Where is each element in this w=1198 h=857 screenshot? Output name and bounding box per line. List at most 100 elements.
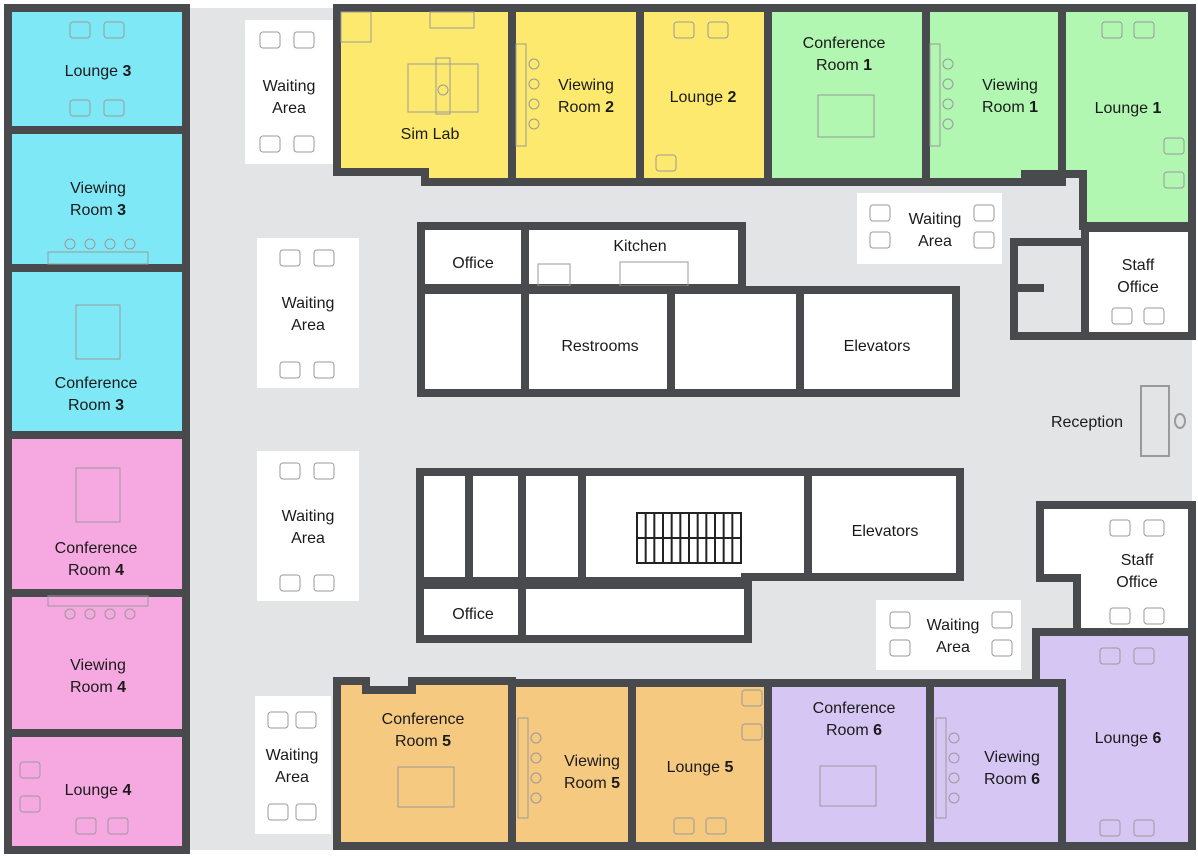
chair-icon — [741, 689, 763, 707]
sim-equipment — [437, 84, 449, 96]
seat-icon — [528, 98, 540, 110]
label-lounge-6: Lounge 6 — [1095, 730, 1162, 747]
chair-icon — [279, 361, 301, 379]
room-lounge-4[interactable] — [4, 729, 190, 854]
chair-icon — [889, 639, 911, 657]
room-viewing-3[interactable] — [4, 126, 190, 272]
chair-icon — [279, 574, 301, 592]
furniture — [19, 11, 1185, 837]
chair-icon — [103, 99, 125, 117]
room-conference-4[interactable] — [4, 431, 190, 597]
sim-bed — [435, 57, 451, 115]
chair-icon — [973, 204, 995, 222]
chair-icon — [655, 154, 677, 172]
room-staff-office-1[interactable] — [1081, 224, 1196, 340]
chair-icon — [295, 711, 317, 729]
stairs-icon — [636, 512, 742, 564]
seat-icon — [528, 118, 540, 130]
chair-icon — [75, 817, 97, 835]
room-sim-lab[interactable] — [333, 4, 516, 186]
label-lounge-4: Lounge 4 — [65, 782, 132, 799]
chair-icon — [19, 795, 41, 813]
viewing-bench — [935, 717, 947, 819]
room-storage-2 — [667, 286, 804, 397]
seat-icon — [530, 772, 542, 784]
waiting-area-2[interactable] — [257, 238, 359, 388]
label-lounge-3: Lounge 3 — [65, 63, 132, 80]
room-lounge-6[interactable] — [1032, 628, 1196, 850]
chair-icon — [1111, 307, 1133, 325]
chair-icon — [313, 361, 335, 379]
chair-icon — [707, 21, 729, 39]
chair-icon — [1143, 307, 1165, 325]
chair-icon — [889, 611, 911, 629]
chair-icon — [673, 817, 695, 835]
chair-icon — [991, 611, 1013, 629]
chair-icon — [103, 21, 125, 39]
label-restrooms: Restrooms — [561, 338, 638, 355]
waiting-area-4[interactable] — [255, 696, 331, 834]
chair-icon — [673, 21, 695, 39]
label-lounge-1: Lounge 1 — [1095, 100, 1162, 117]
chair-icon — [259, 135, 281, 153]
chair-icon — [259, 31, 281, 49]
room-lounge-3[interactable] — [4, 4, 190, 134]
chair-icon — [1099, 647, 1121, 665]
chair-icon — [973, 231, 995, 249]
chair-icon — [313, 574, 335, 592]
seat-icon — [528, 78, 540, 90]
chair-icon — [293, 135, 315, 153]
chair-icon — [1163, 171, 1185, 189]
room-conference-5[interactable] — [333, 677, 516, 850]
chair-icon — [19, 761, 41, 779]
conference-table — [819, 765, 877, 807]
room-conference-3[interactable] — [4, 264, 190, 439]
stairwell[interactable] — [578, 468, 812, 585]
sim-cabinet — [340, 11, 372, 43]
seat-icon — [948, 792, 960, 804]
room-lounge-2[interactable] — [636, 4, 772, 186]
room-viewing-1[interactable] — [922, 4, 1066, 186]
seat-icon — [942, 118, 954, 130]
seat-icon — [530, 792, 542, 804]
room-elevators-1[interactable] — [796, 286, 960, 397]
room-elevators-2[interactable] — [804, 468, 964, 581]
chair-icon — [1109, 607, 1131, 625]
waiting-area-3[interactable] — [257, 451, 359, 601]
label-elevators-2: Elevators — [852, 523, 919, 540]
room-kitchen[interactable] — [521, 222, 746, 292]
chair-icon — [869, 204, 891, 222]
waiting-area-5[interactable] — [857, 193, 1002, 264]
room-conference-6[interactable] — [764, 679, 934, 850]
label-sim-lab: Sim Lab — [401, 126, 460, 143]
seat-icon — [942, 78, 954, 90]
seat-icon — [528, 58, 540, 70]
label-elevators-1: Elevators — [844, 338, 911, 355]
waiting-area-6[interactable] — [876, 600, 1021, 670]
room-storage-6 — [518, 581, 752, 643]
room-viewing-5[interactable] — [508, 679, 636, 850]
room-storage-4 — [465, 468, 526, 585]
sim-cabinet — [429, 11, 475, 29]
label-reception: Reception — [1051, 414, 1123, 431]
chair-icon — [1109, 519, 1131, 537]
seat-icon — [64, 608, 76, 620]
room-lounge-1[interactable] — [1021, 4, 1196, 230]
chair-icon — [313, 462, 335, 480]
room-viewing-2[interactable] — [508, 4, 644, 186]
chair-icon — [1133, 819, 1155, 837]
conference-table — [397, 766, 455, 808]
chair-icon — [869, 231, 891, 249]
seat-icon — [124, 608, 136, 620]
